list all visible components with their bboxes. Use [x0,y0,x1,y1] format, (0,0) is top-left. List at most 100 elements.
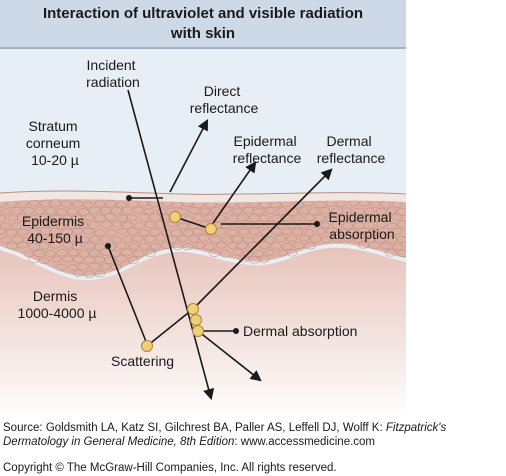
epidermal-cell [66,235,78,243]
figure-title: Interaction of ultraviolet and visible r… [0,4,406,44]
epidermal-cell [264,236,276,244]
epidermal-cell [77,221,89,229]
epidermal-cell [38,257,50,265]
epidermal-cell [363,235,375,244]
epidermal-cell [385,248,397,257]
epidermal-cell [177,222,189,230]
stratum-corneum-layer [0,191,406,203]
epidermal-cell [45,235,57,243]
epidermal-cell [0,222,12,230]
epidermal-cell [39,199,51,207]
epidermis-pointer-dot [105,243,111,249]
dermal-scatter-link [146,308,194,347]
epidermal-cell [127,200,139,208]
epidermal-cell [121,206,133,215]
source-book-title: Fitzpatrick's Dermatology in General Med… [3,422,447,448]
epidermal-cell [396,207,406,216]
epidermal-cell [72,227,83,235]
epidermal-cell [386,207,397,215]
dermal-absorption-label: Dermal absorption [243,323,357,339]
epidermal-cell [143,207,155,215]
epidermal-cell [12,235,23,244]
epidermal-cell [94,229,105,237]
epidermal-cell [236,242,249,250]
stratum-corneum-label: Stratum corneum 10-20 µ [26,118,84,168]
epidermal-cell [204,214,215,222]
epidermal-cell [264,249,275,256]
epidermal-cell [61,214,73,222]
epidermal-cell [281,228,293,235]
epidermal-cell [88,249,100,257]
epidermal-cell [343,234,354,243]
epidermal-cell [138,242,151,250]
epidermal-cell [100,220,113,229]
epidermal-cell [34,206,45,215]
epidermal-cell [308,207,320,216]
figure-title-line-1: Interaction of ultraviolet and visible r… [42,5,364,22]
epidermal-cell [380,242,392,250]
epidermal-cell [127,227,139,235]
figure-title-line-2: with skin [170,25,236,42]
epidermal-cell [242,236,255,244]
epidermal-cell [292,213,303,222]
epidermal-cell [166,235,178,244]
epidermal-cell [78,208,90,216]
epidermal-cell [188,206,200,215]
epidermal-cell [49,214,62,222]
title-band [0,0,406,48]
epidermal-cell [0,236,12,244]
epidermal-cell [346,214,359,222]
epidermal-cell [210,206,221,215]
epidermal-cell [265,207,276,215]
epidermal-cell [71,214,83,222]
epidermal-cell [94,270,106,278]
epidermal-cell [39,213,51,221]
epidermal-cell [319,221,331,229]
epidermal-cell [368,214,380,223]
epidermal-cell [270,242,282,250]
epidermal-cell [106,229,117,237]
epidermal-interaction-node-2 [205,223,217,235]
epidermal-cell [374,236,386,244]
epidermal-cell [66,221,78,229]
epidermal-cell [76,263,89,271]
epidermal-cell [22,236,35,244]
epidermal-interaction-node-1 [169,211,181,223]
epidermal-absorption-dot [314,221,320,227]
epidermal-reflectance-ray [208,161,257,230]
epidermal-cell [116,201,127,209]
dermal-interaction-node-3 [192,325,204,337]
epidermal-cell [84,213,95,221]
epidermal-cell [134,222,145,230]
epidermal-cell [209,235,222,244]
epidermal-cell [67,248,79,257]
epidermal-cell [293,242,305,249]
epidermal-cell [259,241,270,249]
dermal-absorption-dot [233,328,239,334]
epidermal-cell [219,222,232,230]
epidermal-cell [315,228,326,235]
epidermal-cell [28,199,40,207]
epidermal-cell [45,220,56,228]
epidermal-cell [87,221,100,229]
epidermal-cell [155,234,166,243]
epidermal-cell [368,228,381,236]
epidermal-cell [380,214,391,222]
epidermal-cell [304,229,315,237]
epidermal-cell [325,214,337,222]
epidermal-cell [171,228,183,237]
epidermal-absorption-label: Epidermal absorption [329,209,396,242]
epidermal-cell [237,213,249,222]
epidermal-cell [100,263,111,271]
epidermal-cell [120,248,133,257]
epidermal-cell [314,214,325,222]
incident-label: Incident radiation [86,57,140,90]
epidermal-cell [115,255,128,263]
epidermal-cell [110,207,123,215]
dermal-interaction-node-1 [187,303,199,315]
epidermal-cell [100,235,111,243]
epidermal-cell [89,235,100,243]
epidermal-cell [5,228,17,237]
epidermal-cell [0,208,11,216]
epidermal-cell [62,241,74,249]
